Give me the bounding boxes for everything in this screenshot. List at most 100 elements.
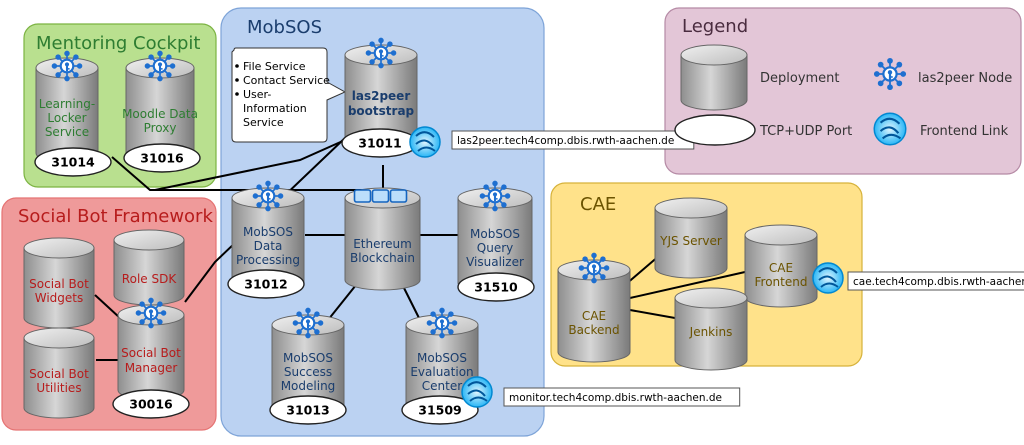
las2peer-node-icon [292, 307, 324, 339]
service-label: Locker [47, 111, 86, 125]
legend-deployment-symbol [680, 44, 748, 111]
cae-title: CAE [580, 194, 616, 215]
service-label: Frontend [755, 275, 808, 289]
port-number: 31016 [140, 151, 184, 166]
frontend-url-link[interactable]: monitor.tech4comp.dbis.rwth-aachen.de [503, 387, 741, 407]
service-label: Moodle Data [122, 107, 198, 121]
las2peer-node-icon [135, 297, 167, 329]
mobsos-title: MobSOS [247, 17, 322, 38]
service-label: Social Bot [29, 277, 89, 291]
frontend-url-text[interactable]: cae.tech4comp.dbis.rwth-aachen.de [853, 276, 1024, 288]
service-label: Social Bot [121, 346, 181, 360]
legend-node-label: las2peer Node [918, 71, 1012, 86]
service-label: Widgets [35, 291, 84, 305]
port-number: 31014 [51, 155, 95, 170]
callout-item: Information [243, 102, 307, 115]
port-badge: 30016 [112, 389, 190, 419]
frontend-url-link[interactable]: las2peer.tech4comp.dbis.rwth-aachen.de [451, 130, 695, 150]
port-badge: 31510 [457, 272, 535, 302]
port-badge: 31014 [34, 147, 112, 177]
las2peer-node-icon [578, 252, 610, 284]
port-number: 31011 [358, 136, 402, 151]
port-number: 31510 [474, 280, 518, 295]
edge-moodle-proxy-to-bootstrap [154, 139, 346, 191]
service-label: las2peer [352, 89, 411, 103]
port-badge: 31011 [341, 128, 419, 158]
service-label: Proxy [144, 121, 177, 135]
las2peer-node-icon [252, 180, 284, 212]
frontend-url-text[interactable]: las2peer.tech4comp.dbis.rwth-aachen.de [457, 135, 674, 147]
callout-item: File Service [243, 60, 306, 73]
las2peer-node-icon [479, 180, 511, 212]
edge-backend-to-jenkins [629, 309, 676, 319]
legend-port-symbol [674, 114, 756, 146]
frontend-link-icon[interactable] [461, 376, 493, 408]
frontend-url-link[interactable]: cae.tech4comp.dbis.rwth-aachen.de [847, 271, 1024, 291]
frontend-link-icon[interactable] [812, 262, 844, 294]
frontend-url-text[interactable]: monitor.tech4comp.dbis.rwth-aachen.de [509, 392, 722, 404]
service-label: Utilities [36, 381, 81, 395]
frontend-link-icon[interactable] [409, 126, 441, 158]
edge-widgets-to-bot-manager [94, 294, 121, 319]
service-label: Ethereum [353, 237, 412, 251]
service-evaluation-center: MobSOSEvaluationCenter31509monitor.tech4… [401, 307, 741, 425]
service-label: MobSOS [417, 351, 467, 365]
service-label: Manager [125, 361, 178, 375]
callout-item: User- [243, 88, 271, 101]
las2peer-node-icon [873, 57, 907, 91]
las2peer-node-icon [51, 50, 83, 82]
service-label: Service [45, 125, 89, 139]
service-label: Processing [236, 253, 300, 267]
port-badge: 31016 [123, 143, 201, 173]
port-number: 31013 [286, 403, 330, 418]
service-yjs-server: YJS Server [654, 197, 728, 279]
service-label: Blockchain [350, 251, 415, 265]
port-badge: 31013 [269, 395, 347, 425]
social-bot-framework-title: Social Bot Framework [18, 206, 213, 227]
service-label: CAE [769, 261, 793, 275]
las2peer-node-icon [365, 37, 397, 69]
service-label: Social Bot [29, 367, 89, 381]
service-label: Learning- [39, 97, 95, 111]
service-label: Query [477, 241, 513, 255]
port-badge: 31509 [401, 395, 479, 425]
service-label: Center [422, 379, 462, 393]
port-number: 31509 [418, 403, 462, 418]
port-number: 30016 [129, 397, 173, 412]
service-label: Success [284, 365, 332, 379]
service-label: Role SDK [122, 272, 178, 286]
blockchain-icon [353, 189, 408, 203]
service-role-sdk: Role SDK [113, 229, 185, 306]
service-label: bootstrap [348, 104, 415, 118]
las2peer-node-icon [144, 50, 176, 82]
service-label: MobSOS [470, 227, 520, 241]
las2peer-node-icon [426, 307, 458, 339]
edge-backend-to-yjs [624, 254, 661, 286]
legend-deployment-label: Deployment [760, 71, 840, 86]
service-label: MobSOS [243, 225, 293, 239]
edge-backend-to-frontend [629, 271, 746, 299]
bootstrap-services-callout: File Service Contact Service User- Infor… [231, 47, 347, 143]
legend-title: Legend [682, 16, 748, 37]
frontend-link-icon[interactable] [873, 112, 907, 146]
callout-item: Contact Service [243, 74, 330, 87]
service-label: Jenkins [689, 325, 733, 339]
service-label: Visualizer [466, 255, 524, 269]
service-jenkins: Jenkins [674, 287, 748, 371]
service-label: Data [254, 239, 283, 253]
service-label: YJS Server [659, 234, 722, 248]
callout-item: Service [243, 116, 284, 129]
